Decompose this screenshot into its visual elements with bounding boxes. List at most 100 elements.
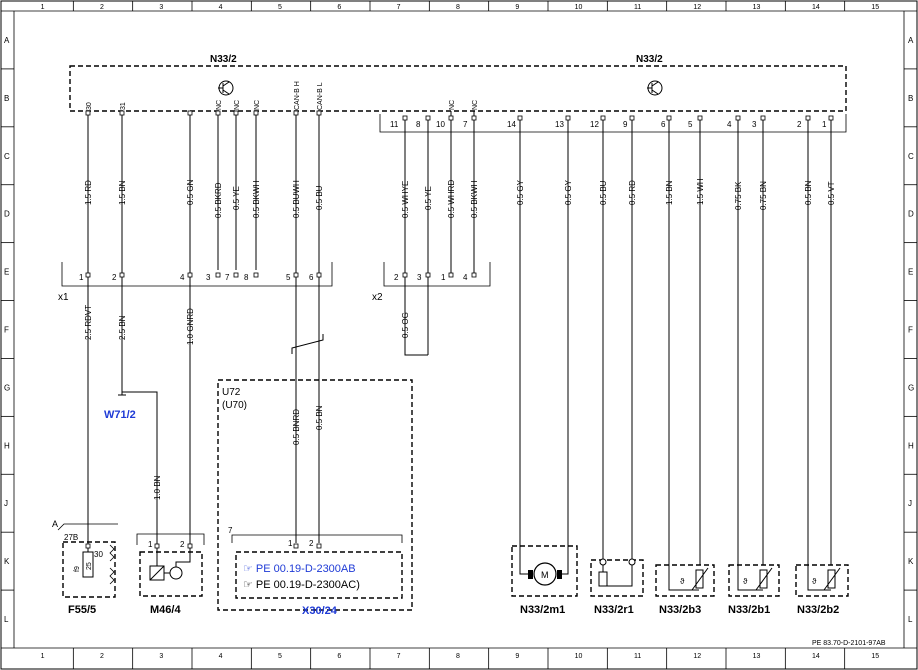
x1-pin-7: 7 — [225, 273, 230, 282]
wire-label-2-5-bn: 2.5 BN — [118, 315, 127, 340]
row-letter: A — [908, 36, 914, 45]
temp-sensor-icon-b1: ϑ — [743, 567, 773, 591]
row-letter: L — [908, 615, 913, 624]
wire-label-0-5-buwh: 0.5 BUWH — [292, 180, 301, 218]
row-letter: J — [908, 499, 912, 508]
n33-2b2-label: N33/2b2 — [797, 604, 839, 616]
pin-terminal — [517, 115, 523, 121]
x1-pin-5: 5 — [286, 273, 291, 282]
wire-label-1-0-gnrd: 1.0 GNRD — [186, 308, 195, 345]
n33-2r1-label: N33/2r1 — [594, 604, 634, 616]
x30-pin-1: 1 — [288, 539, 293, 548]
n33-2b1-label: N33/2b1 — [728, 604, 770, 616]
u72-label: U72 — [222, 387, 241, 398]
x30-pin-2: 2 — [309, 539, 314, 548]
column-number: 10 — [575, 653, 583, 660]
x30-24-link[interactable]: X30/24 — [302, 605, 338, 617]
row-letter: G — [908, 383, 914, 392]
pin-terminal — [215, 272, 221, 278]
column-number: 14 — [812, 4, 820, 11]
pin-label-nc-4: NC — [449, 100, 456, 110]
x1-pin-6: 6 — [309, 273, 314, 282]
column-number: 11 — [634, 653, 641, 660]
pin-num-5: 5 — [688, 120, 693, 129]
column-number: 12 — [693, 4, 701, 11]
wire-label-0-5-ye-2: 0.5 YE — [424, 186, 433, 210]
pin-terminal — [735, 115, 741, 121]
pin-label-can-b-h: CAN-B H — [294, 81, 301, 110]
wire-label-0-5-whye: 0.5 WHYE — [401, 181, 410, 218]
column-number: 11 — [634, 4, 641, 11]
pin-num-12: 12 — [590, 120, 599, 129]
pin-terminal — [85, 543, 91, 549]
pin-label-31: 31 — [120, 102, 127, 110]
pin-terminal — [471, 272, 477, 278]
wire-label-2-5-rdvt: 2.5 RDVT — [84, 305, 93, 340]
column-number: 1 — [41, 4, 45, 11]
row-letter: F — [4, 326, 9, 335]
x1-pin-2: 2 — [112, 273, 117, 282]
row-letter: E — [908, 268, 913, 277]
column-number: 9 — [515, 4, 519, 11]
row-letter: J — [4, 499, 8, 508]
ref-link-2[interactable]: ☞ PE 00.19-D-2300AC) — [243, 579, 360, 591]
column-number: 15 — [871, 653, 879, 660]
fuse-ref: f9 — [74, 566, 81, 572]
row-letter: H — [908, 441, 914, 450]
column-number: 2 — [100, 4, 104, 11]
column-number: 9 — [515, 653, 519, 660]
wire-label-1-5-bn-2: 1.5 BN — [665, 180, 674, 205]
ref-link-1[interactable]: ☞ PE 00.19-D-2300AB — [243, 563, 356, 575]
column-number: 13 — [753, 4, 761, 11]
n33-2m1-box — [511, 545, 578, 597]
pin-label-nc-5: NC — [472, 100, 479, 110]
wire-label-0-5-og: 0.5 OG — [401, 312, 410, 338]
pin-terminal — [215, 110, 221, 116]
wire-label-0-5-bn-3: 0.5 BN — [804, 180, 813, 205]
column-number: 4 — [219, 4, 223, 11]
wire-label-0-5-gy: 0.5 GY — [516, 179, 525, 205]
wire-label-0-75-bk: 0.75 BK — [734, 181, 743, 210]
transistor-icon-right — [647, 80, 663, 96]
upper-wires — [87, 111, 832, 565]
x2-pin-3: 3 — [417, 273, 422, 282]
n33-2b2-box — [795, 564, 849, 597]
x2-pin-1: 1 — [441, 273, 446, 282]
footer-reference: PE 83.70-D-2101-97AB — [812, 640, 886, 647]
pin-terminal — [293, 110, 299, 116]
motor-icon: M — [528, 562, 562, 586]
wire-label-0-75-bn: 0.75 BN — [759, 181, 768, 210]
row-letter: C — [4, 152, 10, 161]
column-number: 7 — [397, 4, 401, 11]
u72-box — [217, 379, 413, 611]
pin-terminal — [448, 115, 454, 121]
pin-terminal — [629, 115, 635, 121]
fuse-letter-a: A — [52, 519, 58, 529]
x2-pin-4: 4 — [463, 273, 468, 282]
column-number: 8 — [456, 653, 460, 660]
pin-terminal — [425, 115, 431, 121]
pin-num-10: 10 — [436, 120, 445, 129]
n33-2b3-label: N33/2b3 — [659, 604, 701, 616]
svg-text:M: M — [541, 570, 549, 580]
f55-5-box — [62, 541, 116, 598]
column-number: 8 — [456, 4, 460, 11]
fuse-rating: 25 — [86, 562, 93, 570]
pin-num-11: 11 — [390, 120, 399, 129]
pin-label-nc-3: NC — [254, 100, 261, 110]
pin-terminal — [666, 115, 672, 121]
pin-terminal — [187, 110, 193, 116]
pin-label-30: 30 — [86, 102, 93, 110]
wire-label-0-5-bkwh: 0.5 BKWH — [252, 180, 261, 218]
w71-2-link[interactable]: W71/2 — [104, 409, 136, 421]
pin-terminal — [600, 115, 606, 121]
column-number: 5 — [278, 4, 282, 11]
svg-text:ϑ: ϑ — [812, 577, 817, 586]
column-number: 7 — [397, 653, 401, 660]
row-letter: B — [908, 94, 913, 103]
column-number: 10 — [575, 4, 583, 11]
wire-label-0-5-ye: 0.5 YE — [232, 186, 241, 210]
pin-terminal — [316, 543, 322, 549]
